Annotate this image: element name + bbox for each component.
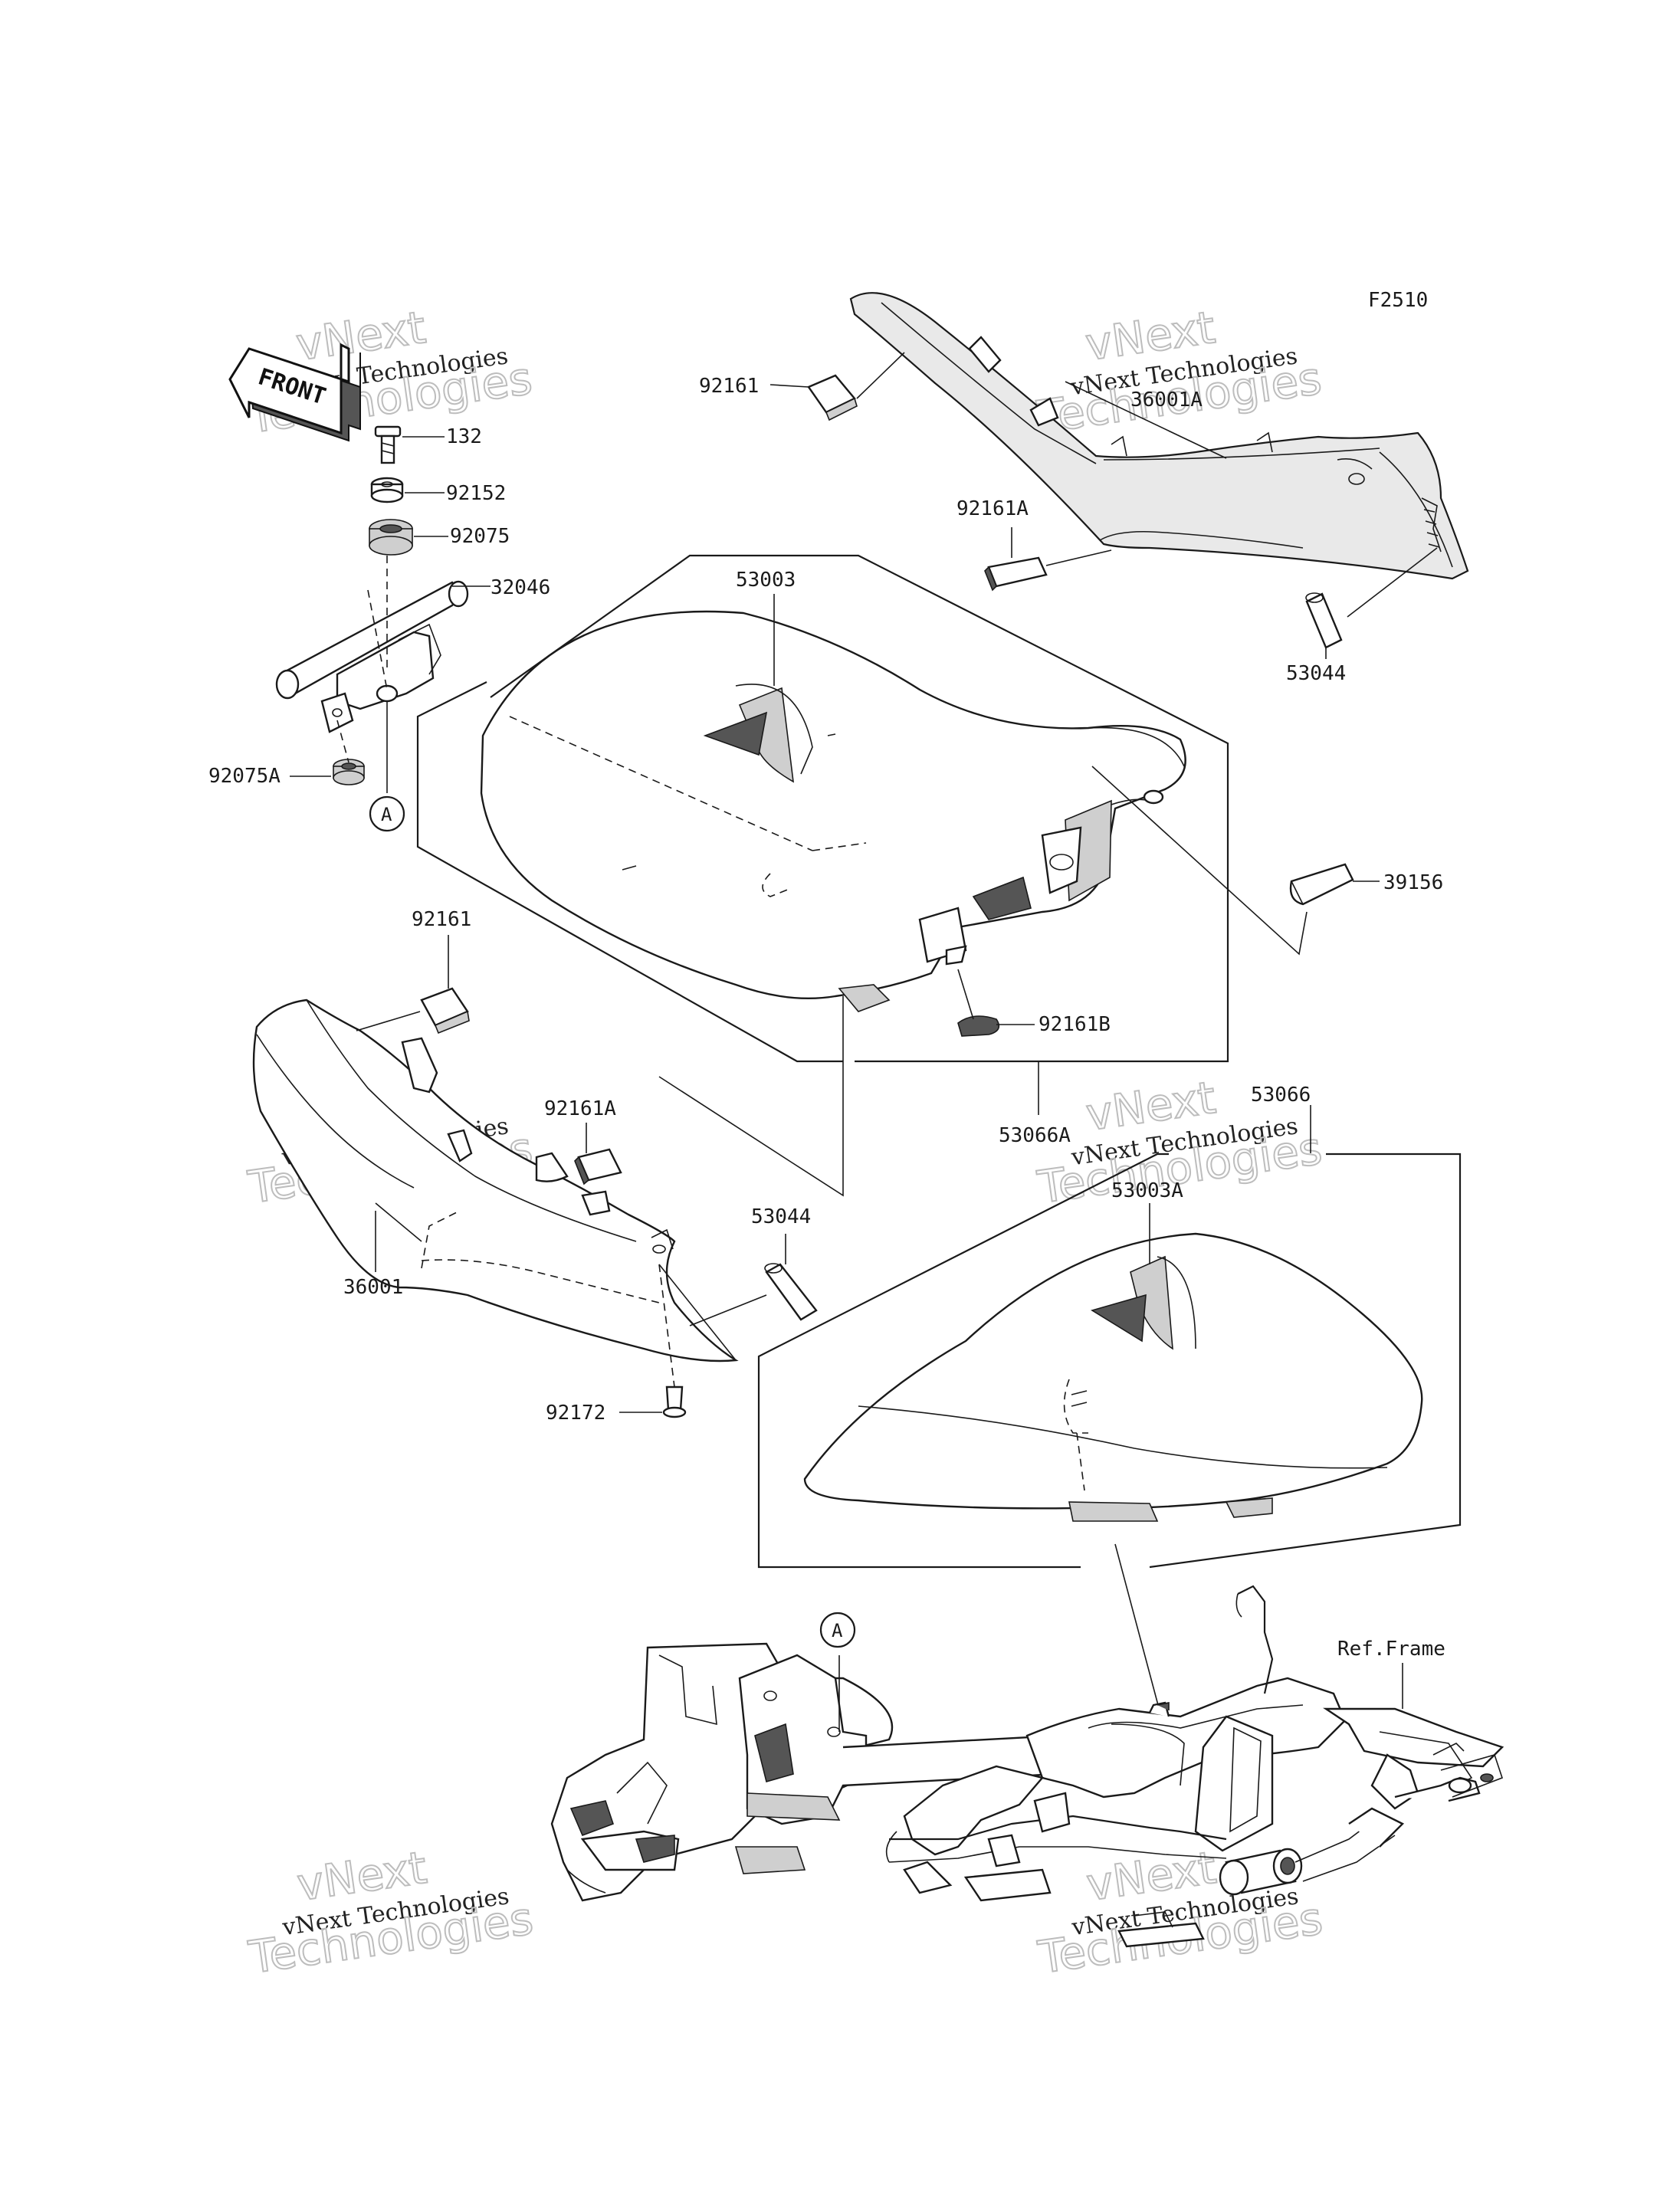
ref-frame-label: Ref.Frame (1337, 1638, 1445, 1661)
rubber-53044-top (1305, 592, 1343, 649)
dash-32046 (367, 589, 388, 690)
label-92152: 92152 (446, 482, 506, 505)
pad-92161A-left (574, 1148, 622, 1185)
label-92075: 92075 (450, 525, 510, 548)
label-92161A-left: 92161A (544, 1097, 616, 1120)
label-53066A: 53066A (999, 1124, 1071, 1147)
pad-92161-top (807, 374, 858, 421)
front-seat-53003 (480, 610, 1186, 1012)
label-53003: 53003 (736, 569, 796, 592)
label-32046: 32046 (491, 576, 550, 599)
label-92161B: 92161B (1039, 1013, 1111, 1036)
label-132: 132 (446, 425, 482, 448)
label-92161-top: 92161 (699, 375, 759, 398)
grommet-92075 (369, 519, 413, 556)
bracket-32046 (275, 580, 469, 733)
label-36001A: 36001A (1130, 389, 1203, 412)
reference-marker-a-frame (819, 1612, 856, 1648)
grommet-92075A (333, 759, 365, 785)
pad-92161B (957, 1015, 1000, 1037)
side-cowl-36001 (252, 998, 739, 1362)
label-39156: 39156 (1383, 871, 1443, 894)
rear-seat-outline (757, 1153, 1462, 1569)
label-92161-left: 92161 (412, 908, 471, 931)
label-53066: 53066 (1251, 1084, 1311, 1107)
diagram-code: F2510 (1368, 289, 1428, 312)
label-53044-mid: 53044 (751, 1205, 811, 1228)
leader-39156-seat (1091, 766, 1308, 956)
label-36001: 36001 (343, 1276, 403, 1299)
leader-rear-seat-frame (1114, 1543, 1162, 1717)
label-53003A: 53003A (1111, 1179, 1183, 1202)
bolt-132 (374, 425, 402, 464)
collar-92152 (370, 477, 404, 503)
leader-seat-cowl (658, 996, 844, 1197)
watermark-bottom-left: vNext vNext Technologies Technologies (244, 1841, 536, 1985)
frame-assembly (550, 1585, 1504, 1948)
label-92075A: 92075A (208, 765, 281, 788)
watermark-top-right: vNext vNext Technologies Technologies (1033, 300, 1325, 444)
screw-92172 (662, 1385, 687, 1418)
reference-marker-a (369, 795, 405, 832)
front-seat-outline (416, 554, 1229, 1063)
label-53044-top: 53044 (1286, 662, 1346, 685)
label-92161A-top: 92161A (956, 497, 1029, 520)
label-92172: 92172 (546, 1402, 605, 1425)
rubber-53044-mid (764, 1263, 818, 1321)
pad-92161-left (420, 987, 470, 1035)
marker-a-label: A (381, 804, 392, 825)
rear-seat-53003A (803, 1232, 1423, 1522)
pad-92161A-top (984, 556, 1048, 592)
clip-39156 (1289, 863, 1354, 906)
front-arrow-icon: FRONT (228, 343, 361, 442)
marker-a-frame-label: A (832, 1620, 843, 1641)
tail-cowl-36001A (849, 292, 1469, 580)
